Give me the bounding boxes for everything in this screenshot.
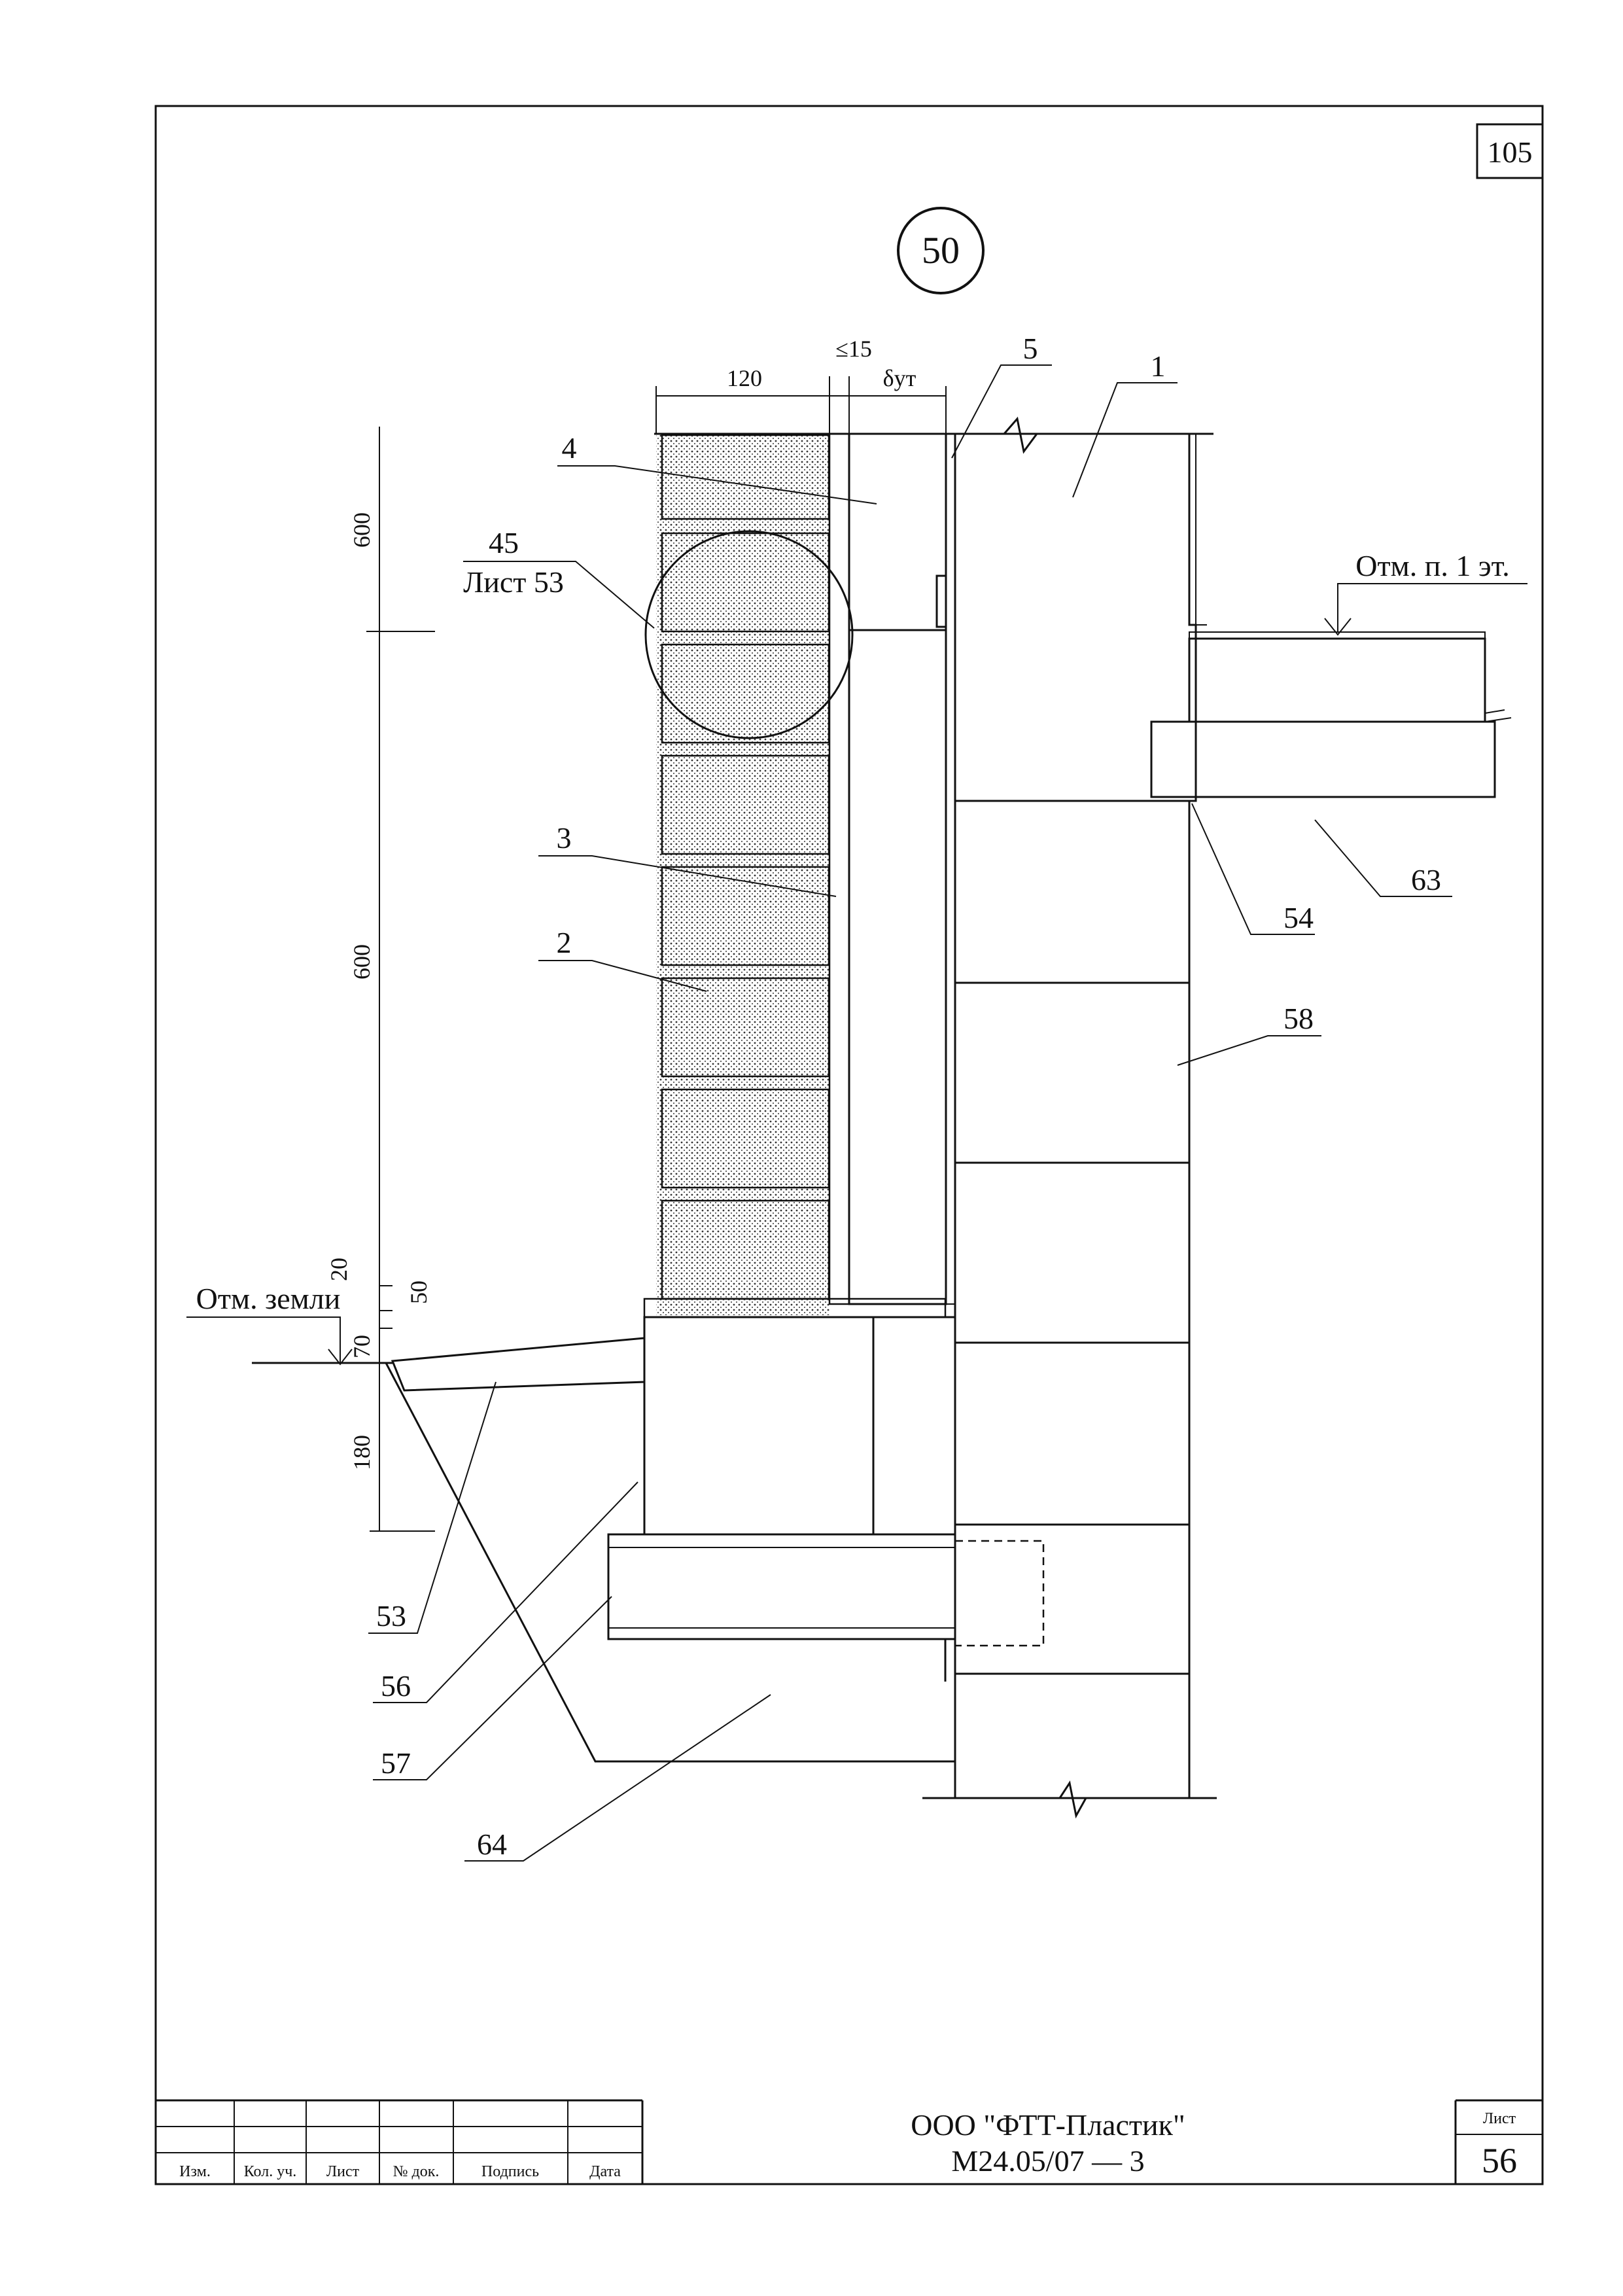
sheet-label: Лист [1483,2110,1516,2127]
facing-brick-layer [643,434,947,1318]
air-gap-layer [828,433,850,1305]
dim-600-top: 600 [349,512,375,548]
tb-header-data: Дата [589,2163,621,2180]
callout-57: 57 [381,1746,411,1780]
level-floor-label: Отм. п. 1 эт. [1355,549,1509,582]
callout-3: 3 [557,821,572,855]
callout-2: 2 [557,926,572,959]
callout-4: 4 [562,431,577,465]
corner-number-box: 105 [1476,123,1544,179]
ground-beam [607,1533,1045,1682]
callout-5: 5 [1023,332,1038,365]
dim-insulation: δут [883,365,916,391]
dim-120: 120 [727,365,762,391]
tb-header-n-dok: № док. [393,2163,440,2180]
sheet-number: 56 [1482,2141,1517,2180]
tb-header-podpis: Подпись [481,2163,539,2180]
company-name: ООО "ФТТ-Пластик" [911,2108,1185,2142]
foundation-blocks [954,800,1191,1799]
callout-leaders [368,364,1452,1862]
callout-54: 54 [1283,901,1314,934]
level-ground-label: Отм. земли [196,1282,341,1315]
sheet-frame [154,105,1544,2185]
dim-20: 20 [326,1258,352,1281]
ground-profile [252,1362,955,1763]
callout-45-ref: Лист 53 [463,565,564,599]
blind-area [391,1337,646,1392]
main-wall [954,433,1207,802]
tb-header-izm: Изм. [179,2163,211,2180]
callout-58: 58 [1283,1002,1314,1035]
reference-circle [644,530,854,739]
callout-56: 56 [381,1669,411,1703]
level-floor: Отм. п. 1 эт. [1324,549,1527,636]
dim-70: 70 [349,1335,375,1358]
dim-15: ≤15 [835,336,872,362]
callout-1: 1 [1151,349,1166,383]
membrane-layer [935,433,956,1305]
document-code: М24.05/07 — 3 [951,2144,1144,2178]
callout-45: 45 [489,526,519,559]
dim-50: 50 [406,1280,432,1304]
plinth-block [643,1316,956,1536]
level-ground: Отм. земли [186,1282,353,1366]
corner-number: 105 [1488,135,1533,169]
insulation-layer [848,433,947,1305]
tb-header-kol-uch: Кол. уч. [244,2163,297,2180]
detail-number: 50 [922,229,960,272]
floor-slab [1150,631,1512,798]
tb-header-list: Лист [326,2163,360,2180]
title-block: Изм. Кол. уч. Лист № док. Подпись Дата О… [156,2099,1543,2184]
callout-63: 63 [1411,863,1441,896]
dim-180: 180 [349,1435,375,1470]
detail-number-marker: 50 [897,207,985,294]
callout-64: 64 [477,1828,507,1861]
callout-53: 53 [376,1599,406,1633]
dimension-lines [366,376,947,1532]
dim-600-mid: 600 [349,944,375,980]
